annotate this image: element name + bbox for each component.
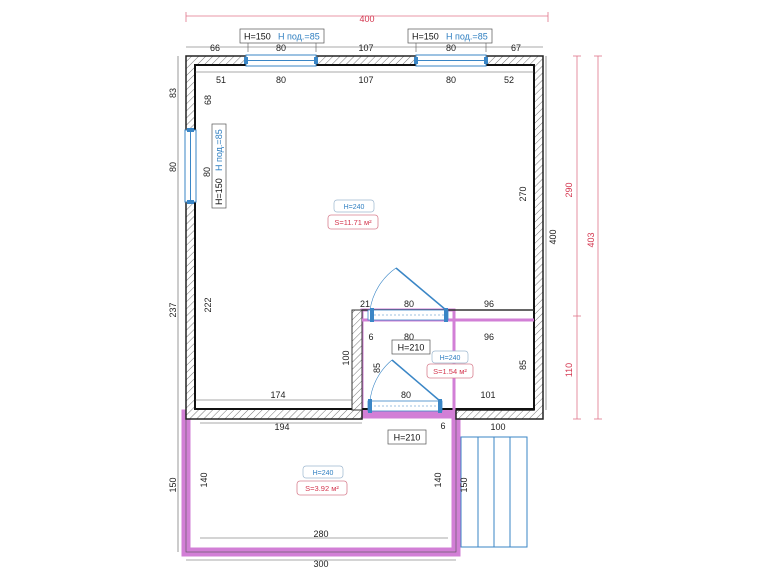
top-inner-dim: 52 <box>504 75 514 85</box>
main-room-outline <box>194 64 535 410</box>
exterior-walls <box>185 55 544 420</box>
overall-height-upper-label: 290 <box>564 182 574 197</box>
top-inner-dim: 107 <box>358 75 373 85</box>
window-left-width: 80 <box>202 167 212 177</box>
partition-dim: 174 <box>270 390 285 400</box>
partition-dim: 101 <box>480 390 495 400</box>
lower-dim: 300 <box>313 559 328 569</box>
partition-dim: 80 <box>404 299 414 309</box>
lower-dim: 150 <box>459 477 469 492</box>
small-room-label: H=240 S=1.54 м² <box>426 350 474 379</box>
window-top-right-label: H=150 H под.=85 <box>407 28 493 44</box>
top-outer-dim: 66 <box>210 43 220 53</box>
porch-steps <box>460 436 528 548</box>
overall-dimension-lines <box>185 12 602 420</box>
top-outer-dim: 80 <box>276 43 286 53</box>
window-sill-label: H под.=85 <box>214 129 224 171</box>
room-area: S=3.92 м² <box>305 484 339 493</box>
left-inner-dim: 100 <box>341 350 351 365</box>
top-inner-dim: 51 <box>216 75 226 85</box>
partition-dim: 80 <box>401 390 411 400</box>
partition-dim: 6 <box>440 421 445 431</box>
door-lower-label: H=210 <box>387 429 427 445</box>
door-lower <box>367 359 443 413</box>
porch-room-label: H=240 S=3.92 м² <box>296 465 348 496</box>
partition-dim: 6 <box>368 332 373 342</box>
left-inner-dim: 222 <box>203 297 213 312</box>
window-left <box>184 128 197 204</box>
left-inner-dim: 68 <box>203 95 213 105</box>
room-area: S=11.71 м² <box>334 218 372 227</box>
right-inner-dim: 400 <box>548 229 558 244</box>
left-outer-dim: 237 <box>168 302 178 317</box>
partition-dim: 96 <box>484 332 494 342</box>
left-outer-dim: 83 <box>168 88 178 98</box>
window-left-label: H=150 H под.=85 <box>211 123 227 209</box>
lower-dim: 140 <box>433 472 443 487</box>
door-upper-label: H=210 <box>391 339 431 355</box>
lower-dim: 194 <box>274 422 289 432</box>
door-height: H=210 <box>394 433 421 443</box>
door-height: H=210 <box>398 343 425 353</box>
overall-height-lower-label: 110 <box>564 363 574 377</box>
window-height-label: H=150 <box>412 32 439 42</box>
door-upper <box>367 267 449 322</box>
room-height: H=240 <box>344 204 365 211</box>
room-height: H=240 <box>313 470 334 477</box>
lower-dim: 140 <box>199 472 209 487</box>
window-sill-label: H под.=85 <box>278 32 320 42</box>
overall-height-total-label: 403 <box>586 232 596 247</box>
window-top-left <box>244 54 318 67</box>
right-inner-dim: 270 <box>518 186 528 201</box>
top-inner-dim: 80 <box>446 75 456 85</box>
lower-dim: 100 <box>490 422 505 432</box>
window-top-left-label: H=150 H под.=85 <box>239 28 325 44</box>
window-sill-label: H под.=85 <box>446 32 488 42</box>
partition-dim: 21 <box>360 299 370 309</box>
top-outer-dim: 107 <box>358 43 373 53</box>
room-area: S=1.54 м² <box>433 367 467 376</box>
top-inner-dim: 80 <box>276 75 286 85</box>
lower-dim: 280 <box>313 529 328 539</box>
main-room-label: H=240 S=11.71 м² <box>327 199 379 230</box>
window-height-label: H=150 <box>244 32 271 42</box>
window-height-label: H=150 <box>214 178 224 205</box>
top-outer-dim: 80 <box>446 43 456 53</box>
partition-dim: 85 <box>372 363 382 373</box>
overall-width-label: 400 <box>359 14 374 24</box>
left-outer-dim: 150 <box>168 477 178 492</box>
right-inner-dim: 85 <box>518 360 528 370</box>
partition-dim: 80 <box>404 332 414 342</box>
dimension-lines <box>177 43 547 561</box>
top-outer-dim: 67 <box>511 43 521 53</box>
partition-dim: 96 <box>484 299 494 309</box>
room-height: H=240 <box>440 355 461 362</box>
left-outer-dim: 80 <box>168 162 178 172</box>
window-top-right <box>414 54 488 67</box>
